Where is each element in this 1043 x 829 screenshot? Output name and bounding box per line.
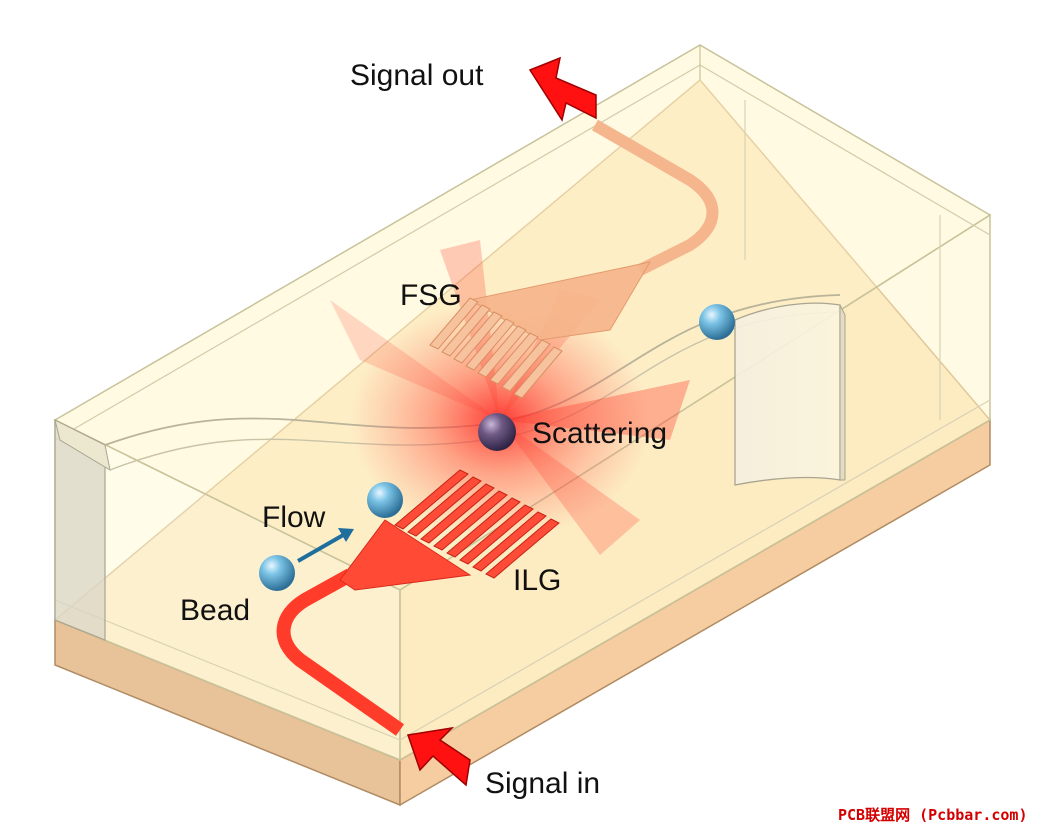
ilg-grating <box>394 469 560 579</box>
grating-line <box>441 304 491 357</box>
flow-arrow-head <box>338 528 354 542</box>
wall-right-side <box>839 304 846 481</box>
grating-line <box>420 483 495 544</box>
bead-scattering <box>478 413 516 451</box>
label-flow: Flow <box>262 501 326 534</box>
grating-line <box>472 511 547 572</box>
arrow-shape <box>528 56 597 122</box>
wall-right-face <box>734 302 841 486</box>
input-waveguide-line <box>276 568 405 736</box>
label-fsg: FSG <box>400 279 462 312</box>
grating-line <box>501 339 551 392</box>
arrow-shape <box>407 726 471 787</box>
grating-line <box>429 297 479 350</box>
watermark: PCB联盟网 (Pcbbar.com) <box>838 806 1028 824</box>
flow-arrow <box>297 528 354 563</box>
chip-edge <box>399 399 991 741</box>
grating-line <box>453 311 503 364</box>
ilg-taper <box>339 519 472 591</box>
fsg-taper <box>468 261 652 341</box>
grating-line <box>465 318 515 371</box>
bead <box>367 482 403 518</box>
grating-line <box>459 504 534 565</box>
label-signal-in: Signal in <box>485 767 600 800</box>
channel-wall-left <box>54 419 111 641</box>
channel-wall-right <box>734 302 846 486</box>
grating-line <box>394 469 469 530</box>
grating-line <box>407 476 482 537</box>
grating-line <box>489 332 539 385</box>
chip-edge <box>54 599 401 741</box>
grating-line <box>446 497 521 558</box>
label-ilg: ILG <box>513 564 561 597</box>
signal-in-arrow <box>407 726 471 787</box>
signal-out-arrow <box>528 56 597 122</box>
grating-line <box>513 346 563 399</box>
output-waveguide <box>429 119 719 399</box>
input-waveguide <box>276 469 560 736</box>
bead <box>259 555 295 591</box>
grating-line <box>433 490 508 551</box>
glow-beam <box>500 420 640 555</box>
output-waveguide-line <box>591 119 719 276</box>
grating-line <box>477 325 527 378</box>
grating-line <box>485 518 560 579</box>
label-bead: Bead <box>180 594 250 627</box>
label-scattering: Scattering <box>532 417 667 450</box>
label-signal-out: Signal out <box>350 59 484 92</box>
bead <box>699 304 735 340</box>
chip-edge <box>699 64 991 236</box>
fsg-grating <box>429 297 563 399</box>
glow-beam <box>330 300 500 420</box>
flow-arrow-shaft <box>297 532 346 563</box>
chip-edge <box>54 64 701 441</box>
glow-beam <box>500 380 690 440</box>
